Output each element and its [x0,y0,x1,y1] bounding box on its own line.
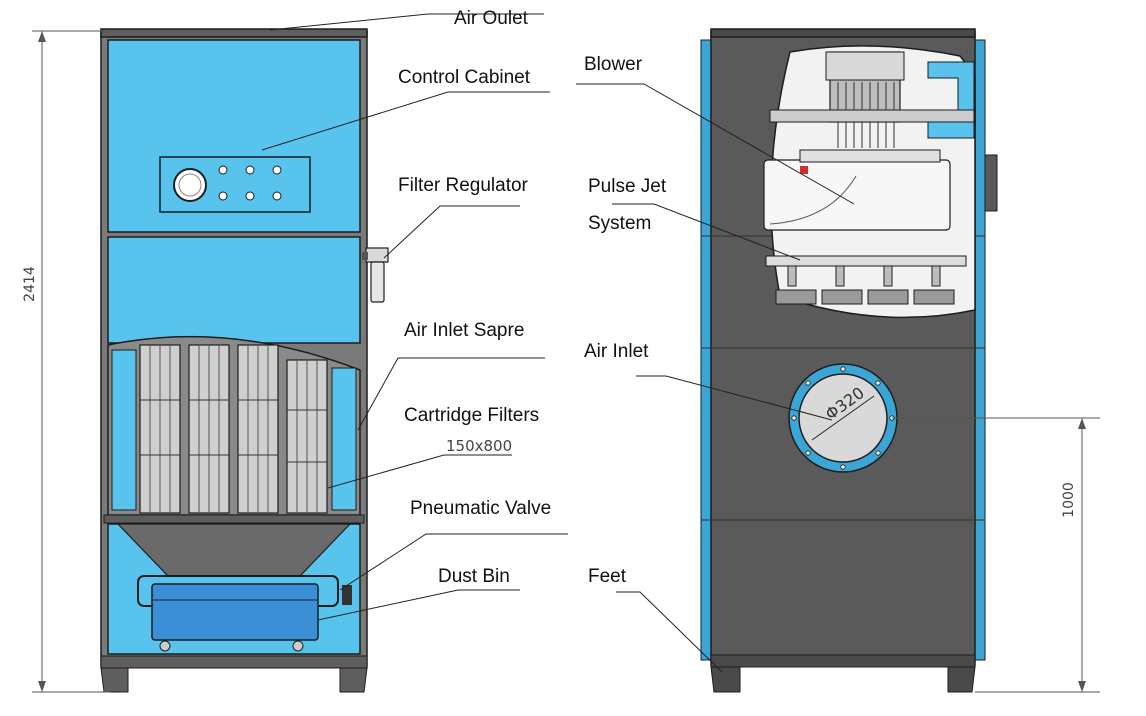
dust-bin-wheel [292,640,304,652]
side-foot-left [710,666,741,693]
dim-arrow-icon [1078,681,1086,692]
front-view [100,28,389,693]
label-pneumatic-valve: Pneumatic Valve [410,498,551,519]
side-foot-right [947,666,976,693]
filter-chamber-right-wall [331,367,357,511]
label-cartridge-filters: Cartridge Filters [404,405,539,426]
hopper-shelf [103,514,365,524]
motor-cap [825,51,905,81]
dim-arrow-icon [38,31,46,42]
front-base [100,655,368,669]
front-foot-left [100,667,129,693]
side-right-strip [974,39,986,661]
label-air-inlet: Air Inlet [584,341,649,362]
blower-housing [763,159,951,231]
label-dust-bin: Dust Bin [438,566,510,587]
blower-flange [799,149,941,163]
pneumatic-valve [342,585,352,605]
dim-arrow-icon [38,681,46,692]
label-air-inlet-spare: Air Inlet Sapre [404,320,524,341]
control-buttons [218,165,282,201]
cartridge-filter [188,344,230,514]
cartridge-filter [286,359,328,514]
pulse-jet-manifold [765,255,967,267]
label-blower: Blower [584,54,643,75]
diameter-line [811,395,875,441]
label-cartridge-size: 150x800 [446,437,512,455]
total-height-value: 2414 [22,266,38,302]
front-top-cap [100,28,368,38]
side-control-box [984,154,998,212]
motor-support-bar [769,109,975,123]
callout-labels: Air Oulet Control Cabinet Filter Regulat… [398,8,667,587]
cartridge-filter [139,344,181,514]
side-left-strip [700,39,712,661]
gauge-dial [178,173,202,197]
inlet-height-value: 1000 [1061,482,1077,518]
dust-bin-wheel [159,640,171,652]
side-view: Φ320 [700,28,998,693]
leader-lines [261,13,855,673]
label-feet: Feet [588,566,627,587]
height-dimension: 2414 [22,30,110,693]
filter-chamber-left-wall [111,349,137,511]
front-mid-panel [107,236,361,344]
front-foot-right [339,667,368,693]
filter-regulator-unit [362,247,389,303]
label-pulse-jet-line1: Pulse Jet [588,176,667,197]
label-pulse-jet-line2: System [588,213,651,234]
blower-indicator [800,166,808,174]
cartridge-tops [775,289,955,305]
label-filter-regulator: Filter Regulator [398,175,529,196]
inlet-height-dimension: 1000 [892,417,1100,693]
label-control-cabinet: Control Cabinet [398,67,531,88]
side-top-cap [710,28,976,38]
pulse-jet-valves [787,265,941,287]
dust-bin [151,583,319,641]
blower-volute-line [769,175,857,225]
cartridge-filters [139,344,328,514]
side-base [710,654,976,668]
label-air-outlet: Air Oulet [454,8,529,29]
dim-arrow-icon [1078,418,1086,429]
cartridge-filter [237,344,279,514]
